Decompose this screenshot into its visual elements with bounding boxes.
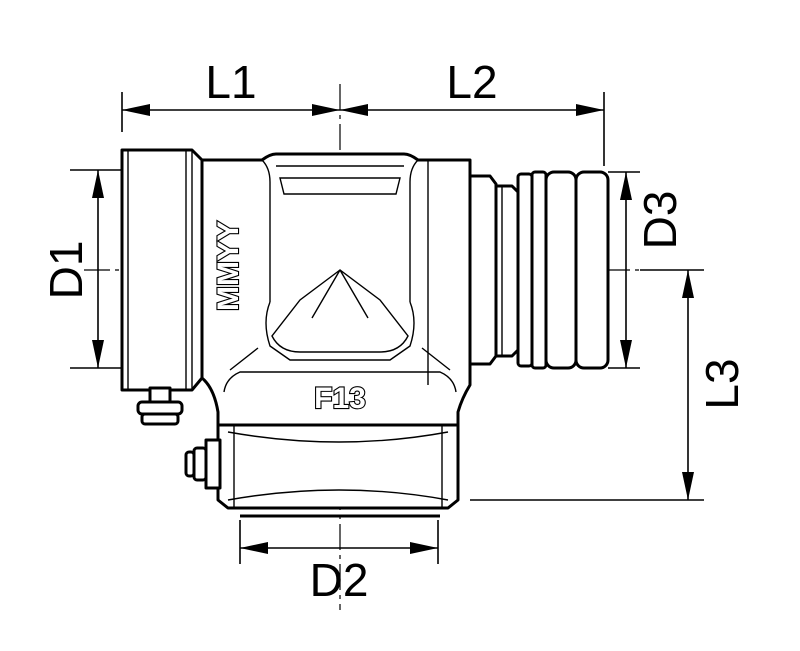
d2-label: D2 [310,554,369,606]
dimension-l2: L2 [340,56,605,166]
l3-label: L3 [696,358,748,409]
dimension-d1: D1 [40,169,122,369]
right-outlet [468,170,610,370]
l1-label: L1 [205,56,256,108]
model-marking: F13 [314,382,366,415]
bottom-peg [184,438,222,490]
left-peg [136,386,184,426]
dimension-d2: D2 [239,520,439,606]
d1-label: D1 [40,241,92,300]
dimension-l1: L1 [121,56,340,132]
d3-label: D3 [634,191,686,250]
bottom-socket [216,423,460,518]
dimension-d3: D3 [608,171,686,369]
left-socket [120,148,204,392]
dimension-l3: L3 [470,269,748,501]
l2-label: L2 [446,56,497,108]
date-code-marking: MMYY [212,221,245,311]
